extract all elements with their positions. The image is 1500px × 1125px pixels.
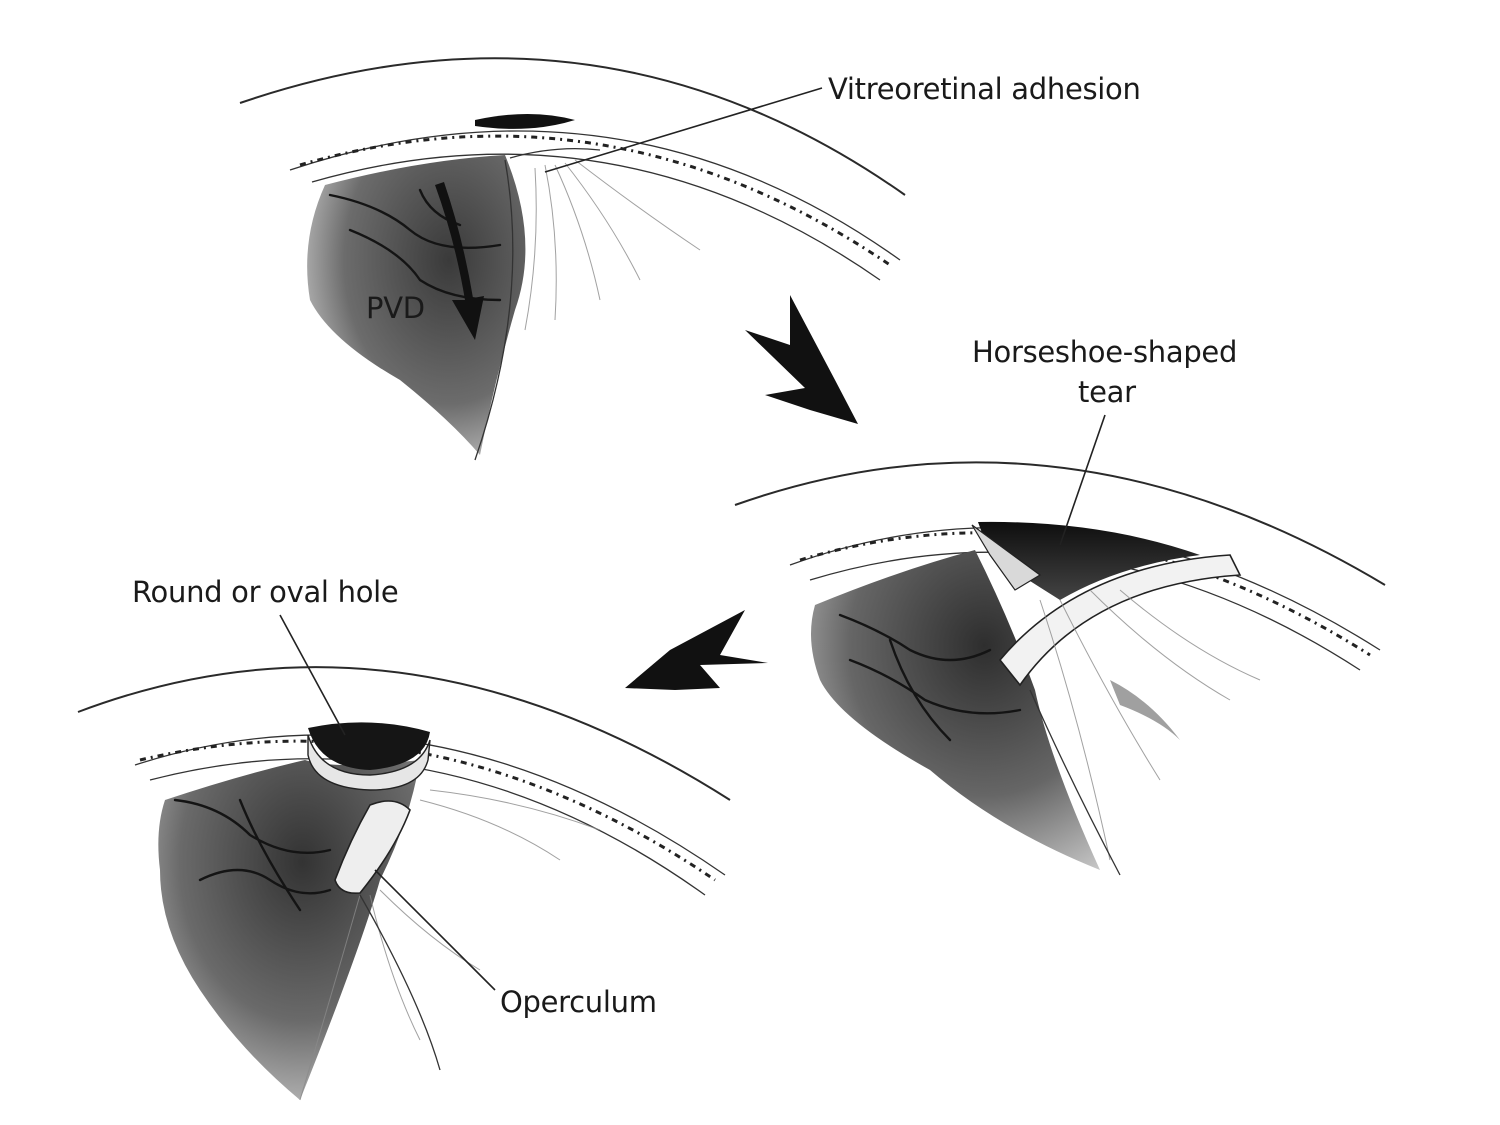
panel-horseshoe-tear: Horseshoe-shaped tear <box>734 335 1386 876</box>
progression-arrow-left-icon <box>625 610 768 690</box>
horseshoe-tear-label-line2: tear <box>1078 375 1136 409</box>
progression-arrow-down-icon <box>745 295 858 424</box>
panel-operculum: Round or oval hole Operculum <box>77 575 731 1101</box>
panel-vitreoretinal-adhesion: PVD Vitreoretinal adhesion <box>239 57 1141 461</box>
round-hole-label: Round or oval hole <box>132 575 398 609</box>
vitreoretinal-adhesion-label: Vitreoretinal adhesion <box>828 72 1141 106</box>
horseshoe-tear-label-line1: Horseshoe-shaped <box>972 335 1237 369</box>
operculum-label: Operculum <box>500 985 657 1019</box>
pvd-label: PVD <box>366 291 425 325</box>
